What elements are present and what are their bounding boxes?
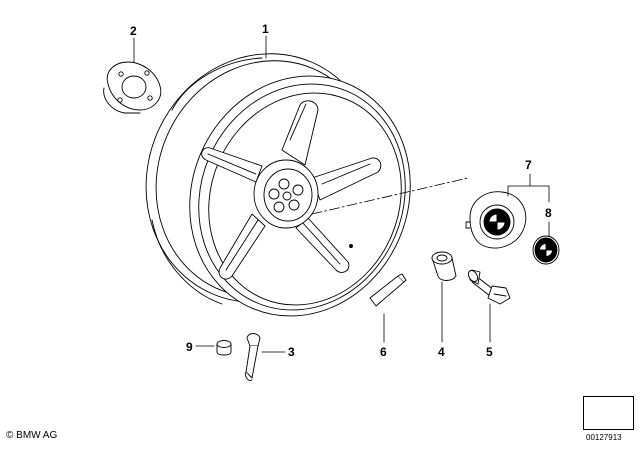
callout-2: 2 [130,24,137,38]
callout-3: 3 [288,345,295,359]
callout-4: 4 [438,345,445,359]
rubber-sleeve [431,251,457,281]
tyre-valve [245,333,261,381]
leader-lines [133,35,550,353]
callout-8: 8 [545,206,552,220]
hub-cover-with-emblem [465,191,527,249]
wheel-hub [253,159,319,229]
bmw-emblem [532,235,560,265]
valve-hole [349,244,353,248]
collar-bolt [467,269,511,305]
copyright-text: © BMW AG [6,430,58,441]
callout-9: 9 [186,340,193,354]
wheel-spokes [201,100,382,280]
balance-weight-strip [369,273,407,307]
callout-6: 6 [380,345,387,359]
callout-7: 7 [525,158,532,172]
disc-spacer-plate [103,61,162,114]
document-number: 00127913 [586,433,622,442]
valve-cap [216,340,232,356]
callout-1: 1 [262,22,269,36]
callout-5: 5 [486,345,493,359]
navigation-box[interactable] [583,396,634,430]
